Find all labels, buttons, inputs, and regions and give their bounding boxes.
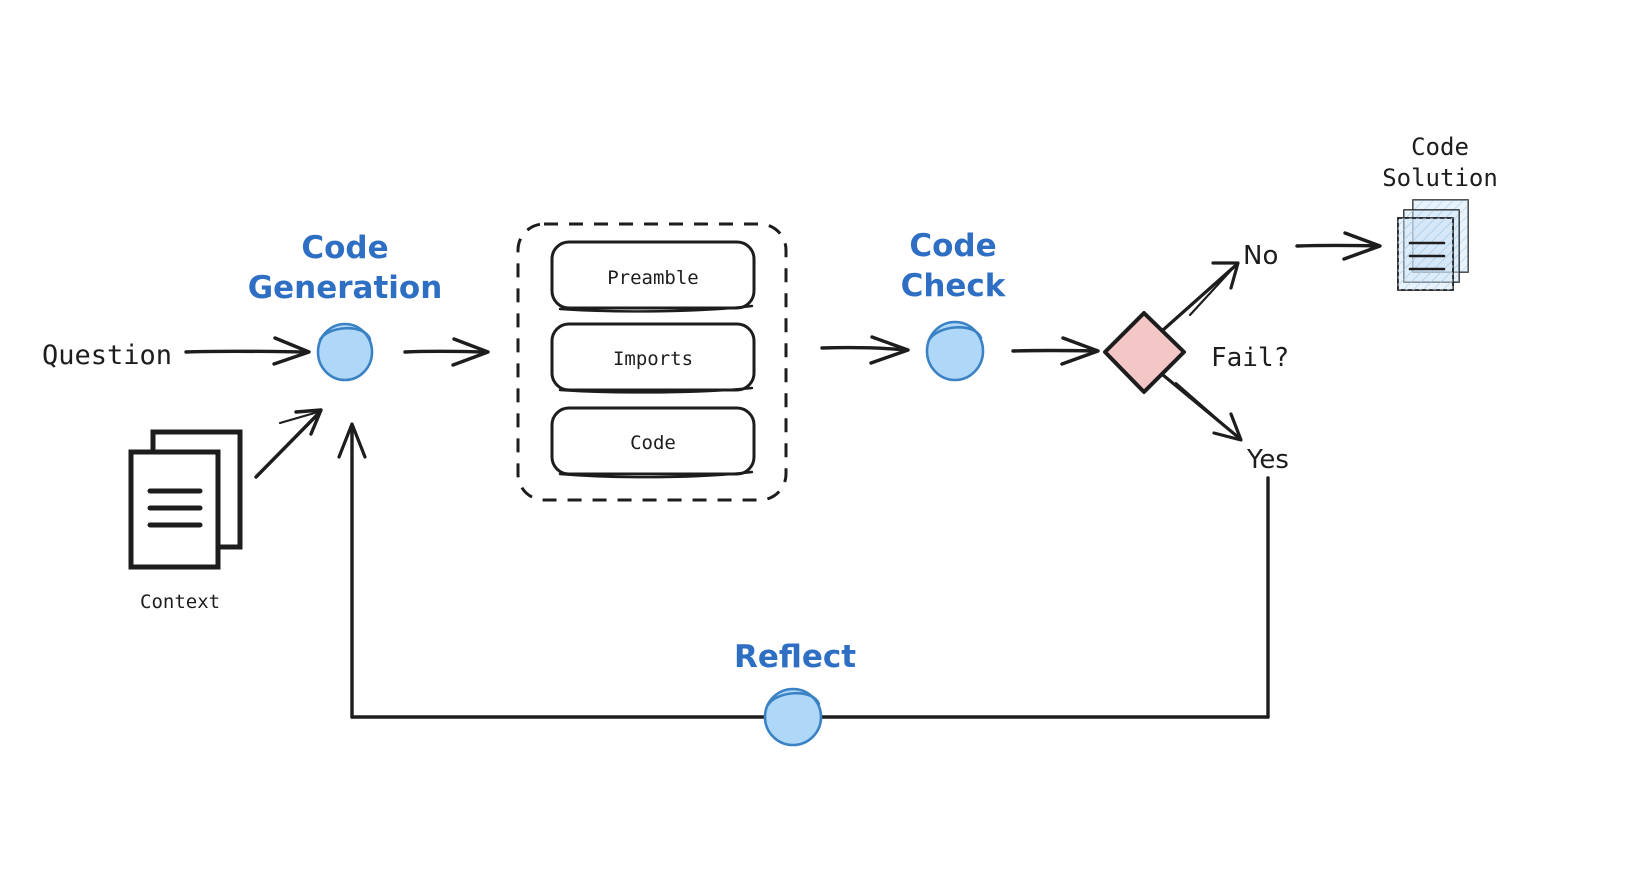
label-code-generation-line1: Code: [301, 230, 388, 266]
code-block-item-imports[interactable]: [550, 322, 756, 394]
context-document-icon: [128, 429, 243, 570]
label-code-check-line1: Code: [909, 228, 996, 264]
code-block-container: [516, 222, 788, 502]
label-question: Question: [42, 340, 172, 371]
edge-question-to-codegen: [184, 336, 311, 366]
code-block-item-code[interactable]: [550, 406, 756, 479]
label-context: Context: [140, 591, 220, 613]
label-imports: Imports: [613, 348, 693, 370]
edge-no-to-solution: [1295, 231, 1382, 261]
label-code: Code: [630, 432, 676, 454]
edge-context-to-codegen: [254, 408, 323, 479]
edge-decision-yes: [1161, 373, 1243, 442]
label-code-solution-line2: Solution: [1382, 164, 1498, 192]
node-decision-fail[interactable]: [1103, 311, 1186, 394]
label-code-generation-line2: Generation: [248, 270, 443, 306]
node-code-generation[interactable]: [316, 322, 374, 382]
code-solution-icon: [1397, 199, 1469, 291]
edge-codegen-to-codeblock: [403, 337, 490, 367]
label-reflect: Reflect: [734, 639, 856, 675]
edge-codecheck-to-decision: [1011, 336, 1100, 366]
label-branch-no: No: [1243, 241, 1278, 271]
label-fail-decision: Fail?: [1211, 343, 1289, 373]
label-branch-yes: Yes: [1246, 445, 1289, 475]
edge-codeblock-to-codecheck: [820, 335, 910, 365]
code-block-item-preamble[interactable]: [550, 240, 756, 313]
node-code-check[interactable]: [925, 320, 985, 382]
node-reflect[interactable]: [763, 687, 823, 747]
label-code-check-line2: Check: [901, 268, 1007, 304]
label-code-solution-line1: Code: [1411, 133, 1469, 161]
edge-decision-no: [1161, 261, 1240, 332]
label-preamble: Preamble: [607, 267, 699, 289]
